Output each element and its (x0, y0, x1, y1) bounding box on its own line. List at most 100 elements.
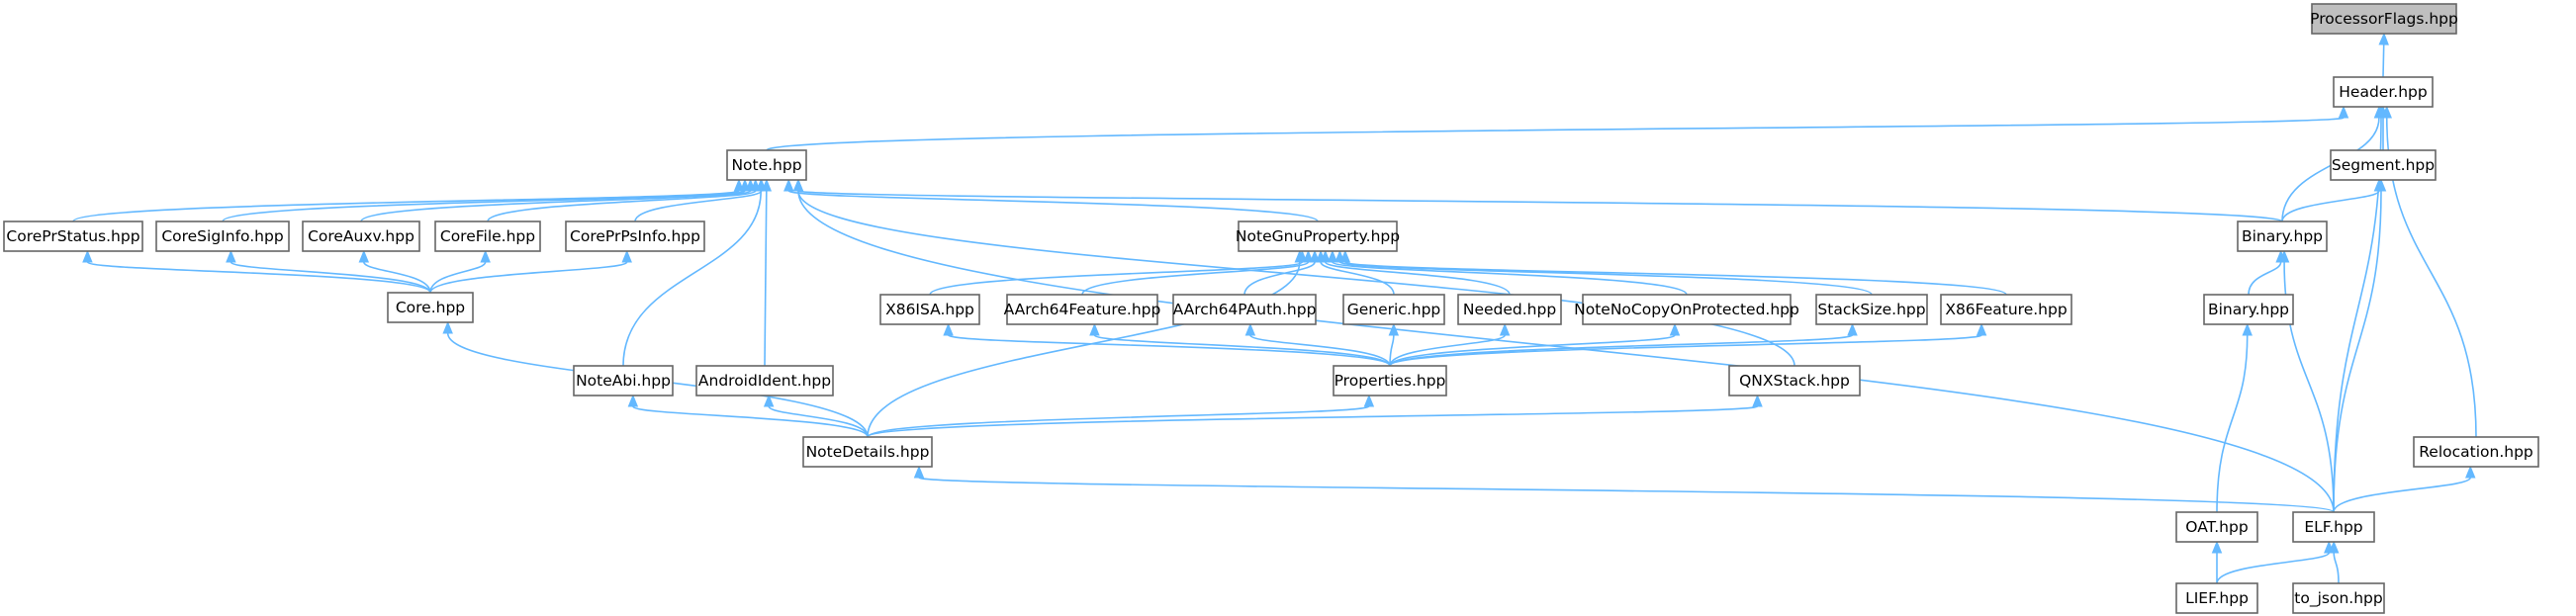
node-label: AArch64PAuth.hpp (1173, 301, 1317, 318)
node-processorflags[interactable]: ProcessorFlags.hpp (2310, 3, 2458, 35)
edge-elf-to-binary-elf (2278, 249, 2335, 513)
node-generic[interactable]: Generic.hpp (1342, 294, 1445, 325)
edge-line (363, 261, 431, 294)
node-lief[interactable]: LIEF.hpp (2175, 582, 2258, 614)
node-notedetails[interactable]: NoteDetails.hpp (802, 436, 933, 468)
node-label: Generic.hpp (1347, 301, 1441, 318)
edge-arrowhead (2278, 249, 2290, 263)
node-aarch64pauth[interactable]: AArch64PAuth.hpp (1172, 294, 1317, 325)
node-box (1172, 294, 1317, 325)
node-properties[interactable]: Properties.hpp (1333, 365, 1447, 396)
node-tojson[interactable]: to_json.hpp (2292, 582, 2385, 614)
edge-arrowhead (1669, 322, 1681, 336)
node-box (2413, 436, 2539, 468)
node-binary-elf[interactable]: Binary.hpp (2237, 220, 2328, 252)
node-box (573, 365, 674, 396)
node-note[interactable]: Note.hpp (726, 149, 807, 181)
node-core[interactable]: Core.hpp (387, 292, 474, 323)
edge-arrowhead (621, 249, 632, 263)
node-label: Needed.hpp (1463, 301, 1556, 318)
node-label: Core.hpp (396, 299, 465, 316)
node-corefile[interactable]: CoreFile.hpp (434, 220, 541, 252)
node-segment[interactable]: Segment.hpp (2330, 149, 2437, 181)
node-label: OAT.hpp (2185, 518, 2248, 536)
node-label: ELF.hpp (2304, 518, 2362, 536)
edge-line (1389, 334, 1854, 367)
node-notenocopy[interactable]: NoteNoCopyOnProtected.hpp (1574, 294, 1799, 325)
node-label: CorePrPsInfo.hpp (570, 227, 700, 245)
node-binary-oat[interactable]: Binary.hpp (2203, 294, 2294, 325)
node-aarch64feature[interactable]: AArch64Feature.hpp (1004, 294, 1161, 325)
node-elf[interactable]: ELF.hpp (2292, 511, 2375, 543)
edge-arrowhead (2378, 32, 2389, 45)
edge-arrowhead (1976, 322, 1987, 336)
node-box (2175, 582, 2258, 614)
edge-line (768, 405, 869, 438)
node-needed[interactable]: Needed.hpp (1457, 294, 1562, 325)
node-coresiginfo[interactable]: CoreSigInfo.hpp (155, 220, 290, 252)
node-qnxstack[interactable]: QNXStack.hpp (1728, 365, 1861, 396)
node-label: AArch64Feature.hpp (1004, 301, 1161, 318)
node-coreauxv[interactable]: CoreAuxv.hpp (302, 220, 420, 252)
node-box (434, 220, 541, 252)
edge-core-to-coreprstatus (82, 249, 431, 294)
node-noteabi[interactable]: NoteAbi.hpp (573, 365, 674, 396)
edge-arrowhead (1244, 322, 1256, 336)
node-androidident[interactable]: AndroidIdent.hpp (695, 365, 834, 396)
node-relocation[interactable]: Relocation.hpp (2413, 436, 2539, 468)
node-oat[interactable]: OAT.hpp (2175, 511, 2258, 543)
edge-arrowhead (226, 249, 236, 263)
edge-line (429, 261, 628, 294)
node-label: LIEF.hpp (2185, 589, 2249, 607)
node-label: ProcessorFlags.hpp (2310, 10, 2458, 28)
node-label: NoteNoCopyOnProtected.hpp (1574, 301, 1799, 318)
edge-line (2333, 552, 2340, 584)
node-coreprpsinfo[interactable]: CorePrPsInfo.hpp (565, 220, 705, 252)
edge-lief-to-elf (2216, 540, 2335, 584)
node-label: to_json.hpp (2294, 589, 2382, 608)
edge-arrowhead (2464, 465, 2476, 479)
edge-arrowhead (1294, 249, 1306, 263)
edge-properties-to-x86isa (943, 322, 1391, 367)
edge-arrowhead (1320, 249, 1332, 263)
edge-line (867, 405, 1759, 438)
node-label: CoreSigInfo.hpp (161, 227, 283, 245)
node-label: Header.hpp (2339, 83, 2427, 101)
edge-line (632, 405, 869, 438)
node-box (726, 149, 807, 181)
node-header[interactable]: Header.hpp (2333, 76, 2434, 108)
edge-arrowhead (358, 249, 370, 263)
edge-line (1344, 261, 2007, 296)
node-label: Properties.hpp (1334, 372, 1446, 390)
node-box (2292, 511, 2375, 543)
edge-line (1324, 261, 1511, 296)
edge-line (1338, 261, 1873, 296)
edge-line (1389, 334, 1506, 367)
node-label: Note.hpp (731, 156, 801, 174)
edge-line (2333, 190, 2382, 513)
node-coreprstatus[interactable]: CorePrStatus.hpp (3, 220, 143, 252)
node-notegnuproperty[interactable]: NoteGnuProperty.hpp (1236, 220, 1400, 252)
node-label: Binary.hpp (2208, 301, 2289, 318)
node-label: Binary.hpp (2242, 227, 2323, 245)
edge-line (867, 261, 1301, 438)
node-x86feature[interactable]: X86Feature.hpp (1940, 294, 2072, 325)
edge-properties-to-stacksize (1389, 322, 1858, 367)
edge-line (797, 190, 2283, 222)
edge-properties-to-notenocopy (1389, 322, 1681, 367)
node-x86isa[interactable]: X86ISA.hpp (879, 294, 980, 325)
edge-notedetails-to-noteabi (627, 394, 869, 438)
edge-header-to-processorflags (2378, 32, 2389, 78)
node-box (302, 220, 420, 252)
node-box (879, 294, 980, 325)
edge-arrowhead (1363, 394, 1375, 407)
node-stacksize[interactable]: StackSize.hpp (1815, 294, 1928, 325)
edge-core-to-corefile (429, 249, 491, 294)
node-label: StackSize.hpp (1817, 301, 1925, 318)
edge-line (487, 190, 757, 222)
edge-lief-to-oat (2211, 540, 2223, 583)
node-box (2311, 3, 2457, 35)
edge-notedetails-to-notegnuproperty (867, 249, 1306, 438)
edge-elf-to-note (792, 178, 2335, 513)
edge-oat-to-binary-oat (2216, 322, 2253, 513)
